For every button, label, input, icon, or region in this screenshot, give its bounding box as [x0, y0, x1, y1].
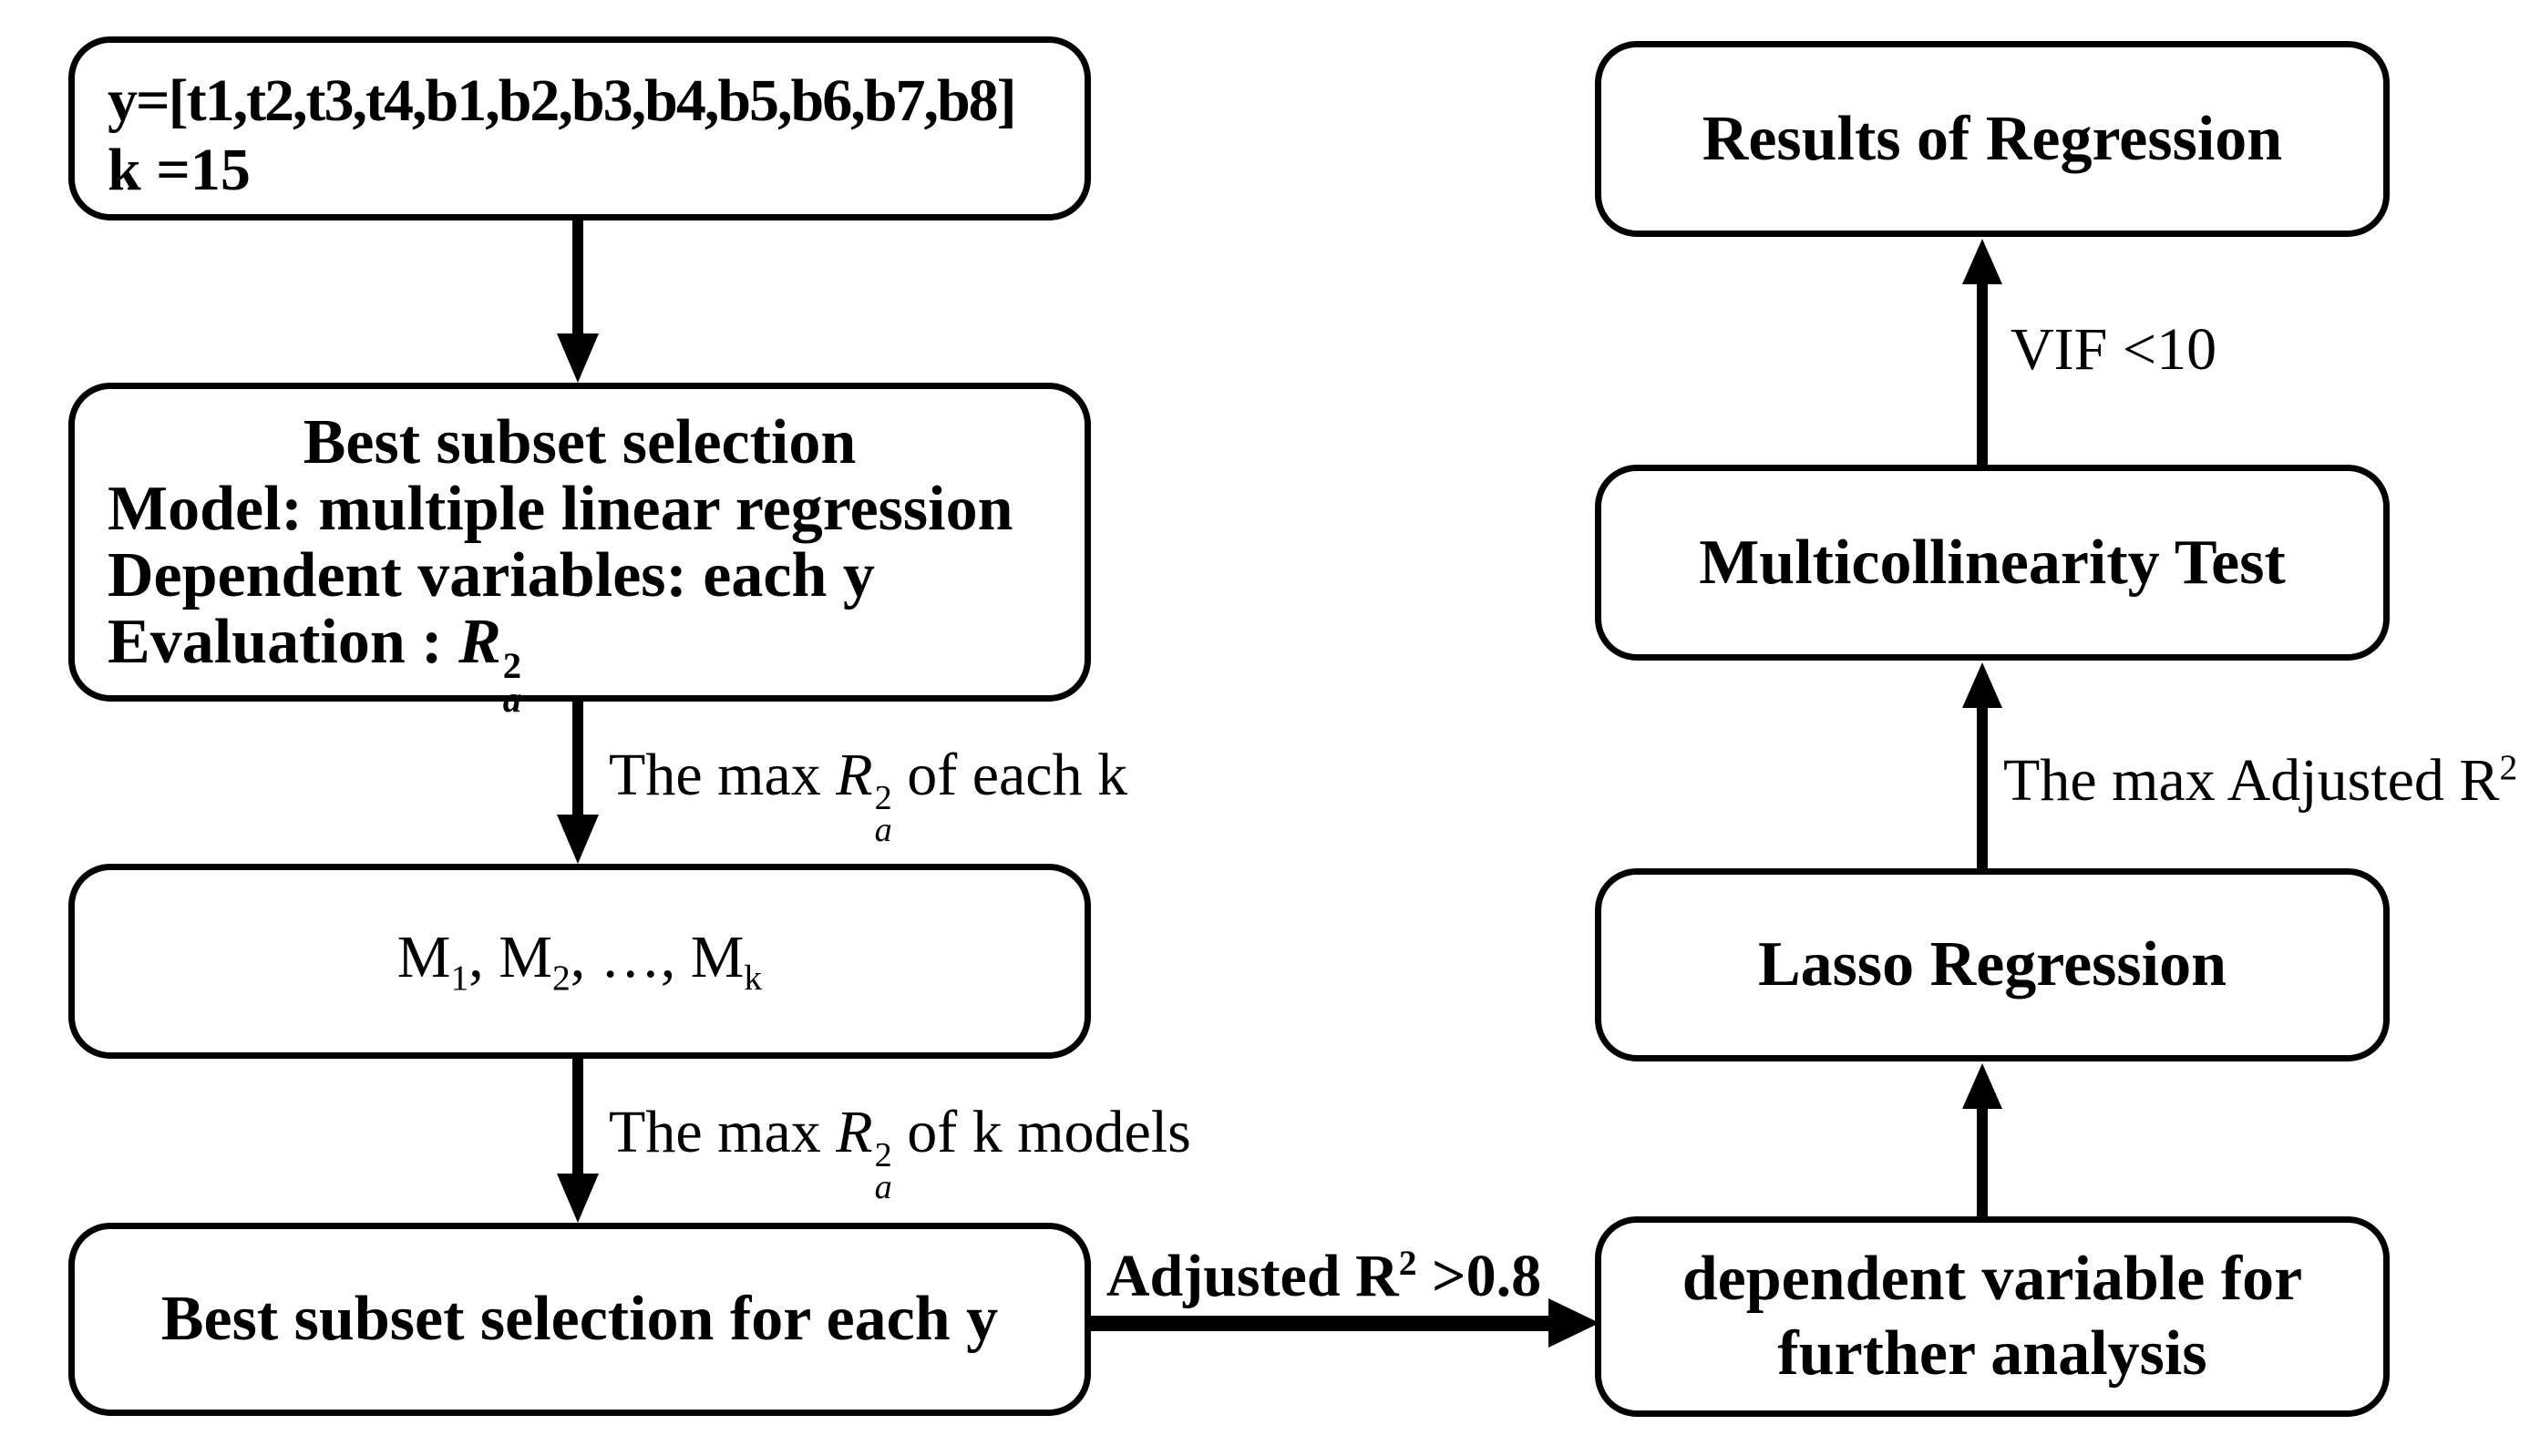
- box-lasso-regression: Lasso Regression: [1595, 868, 2390, 1061]
- box-multicollinearity-test: Multicollinearity Test: [1595, 465, 2390, 661]
- arrow-shaft: [1977, 280, 1988, 465]
- models-sequence: M1, M2, …, Mk: [396, 924, 763, 999]
- best-subset-model-line: Model: multiple linear regression: [108, 474, 1013, 544]
- arrowhead-up-icon: [1962, 239, 2002, 284]
- input-vector-line: y=[t1,t2,t3,t4,b1,b2,b3,b4,b5,b6,b7,b8]: [108, 67, 1017, 134]
- box-best-subset-selection: Best subset selection Model: multiple li…: [68, 383, 1091, 717]
- arrowhead-right-icon: [1548, 1298, 1599, 1348]
- box-candidate-models: M1, M2, …, Mk: [68, 864, 1091, 1059]
- arrowhead-up-icon: [1962, 1063, 2002, 1109]
- arrow-shaft: [572, 1057, 583, 1175]
- arrow-shaft: [1977, 1104, 1988, 1216]
- input-k-line: k =15: [108, 137, 251, 203]
- r-squared-adj-symbol: R: [458, 607, 501, 677]
- edge-label-max-adjusted-r2: The max Adjusted R2: [2003, 747, 2518, 814]
- edge-label-adjusted-r2: Adjusted R2 >0.8: [1106, 1243, 1542, 1309]
- box-input-definition: y=[t1,t2,t3,t4,b1,b2,b3,b4,b5,b6,b7,b8] …: [68, 36, 1091, 220]
- arrowhead-down-icon: [557, 1174, 599, 1223]
- box-best-subset-each-y: Best subset selection for each y: [68, 1223, 1091, 1416]
- arrowhead-down-icon: [557, 815, 599, 864]
- box-dependent-variable: dependent variable for further analysis: [1595, 1216, 2390, 1417]
- box-results-of-regression: Results of Regression: [1595, 41, 2390, 237]
- edge-label-vif: VIF <10: [2011, 316, 2217, 383]
- arrow-shaft: [572, 700, 583, 816]
- arrowhead-up-icon: [1962, 662, 2002, 708]
- arrow-shaft: [572, 219, 583, 337]
- arrow-shaft: [1091, 1316, 1554, 1331]
- best-subset-dependent-line: Dependent variables: each y: [108, 540, 875, 610]
- best-subset-title: Best subset selection: [303, 407, 857, 477]
- arrowhead-down-icon: [557, 333, 599, 383]
- arrow-shaft: [1977, 703, 1988, 868]
